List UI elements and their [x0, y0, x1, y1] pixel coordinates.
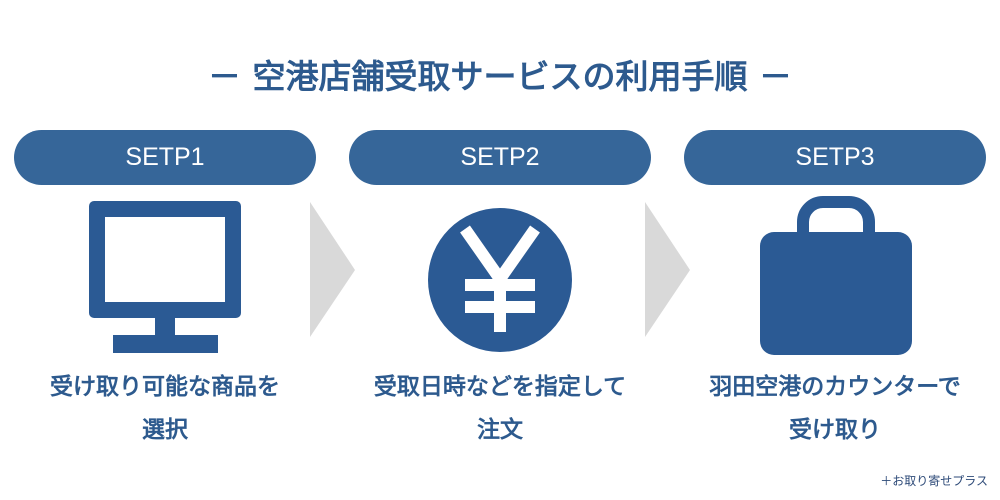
- page-title: － 空港店舗受取サービスの利用手順 －: [208, 57, 792, 96]
- arrow-right-icon: [645, 202, 690, 337]
- step3-badge: SETP3: [684, 130, 986, 185]
- arrow-right-icon: [310, 202, 355, 337]
- monitor-icon: [89, 201, 241, 353]
- caption-line: 受け取り: [789, 417, 881, 443]
- credit-logo-text: ＋お取り寄せプラス: [880, 474, 988, 488]
- step3-caption: 羽田空港のカウンターで受け取り: [670, 366, 1000, 452]
- step1-badge: SETP1: [14, 130, 316, 185]
- caption-line: 受け取り可能な商品を: [50, 374, 280, 400]
- step2-badge: SETP2: [349, 130, 651, 185]
- caption-line: 羽田空港のカウンターで: [709, 374, 961, 400]
- caption-line: 選択: [142, 417, 188, 443]
- step2-caption: 受取日時などを指定して注文: [335, 366, 665, 452]
- bag-icon: [760, 196, 912, 355]
- caption-line: 注文: [477, 417, 523, 443]
- step1-caption: 受け取り可能な商品を選択: [0, 366, 330, 452]
- yen-icon: [428, 208, 572, 352]
- caption-line: 受取日時などを指定して: [373, 374, 627, 400]
